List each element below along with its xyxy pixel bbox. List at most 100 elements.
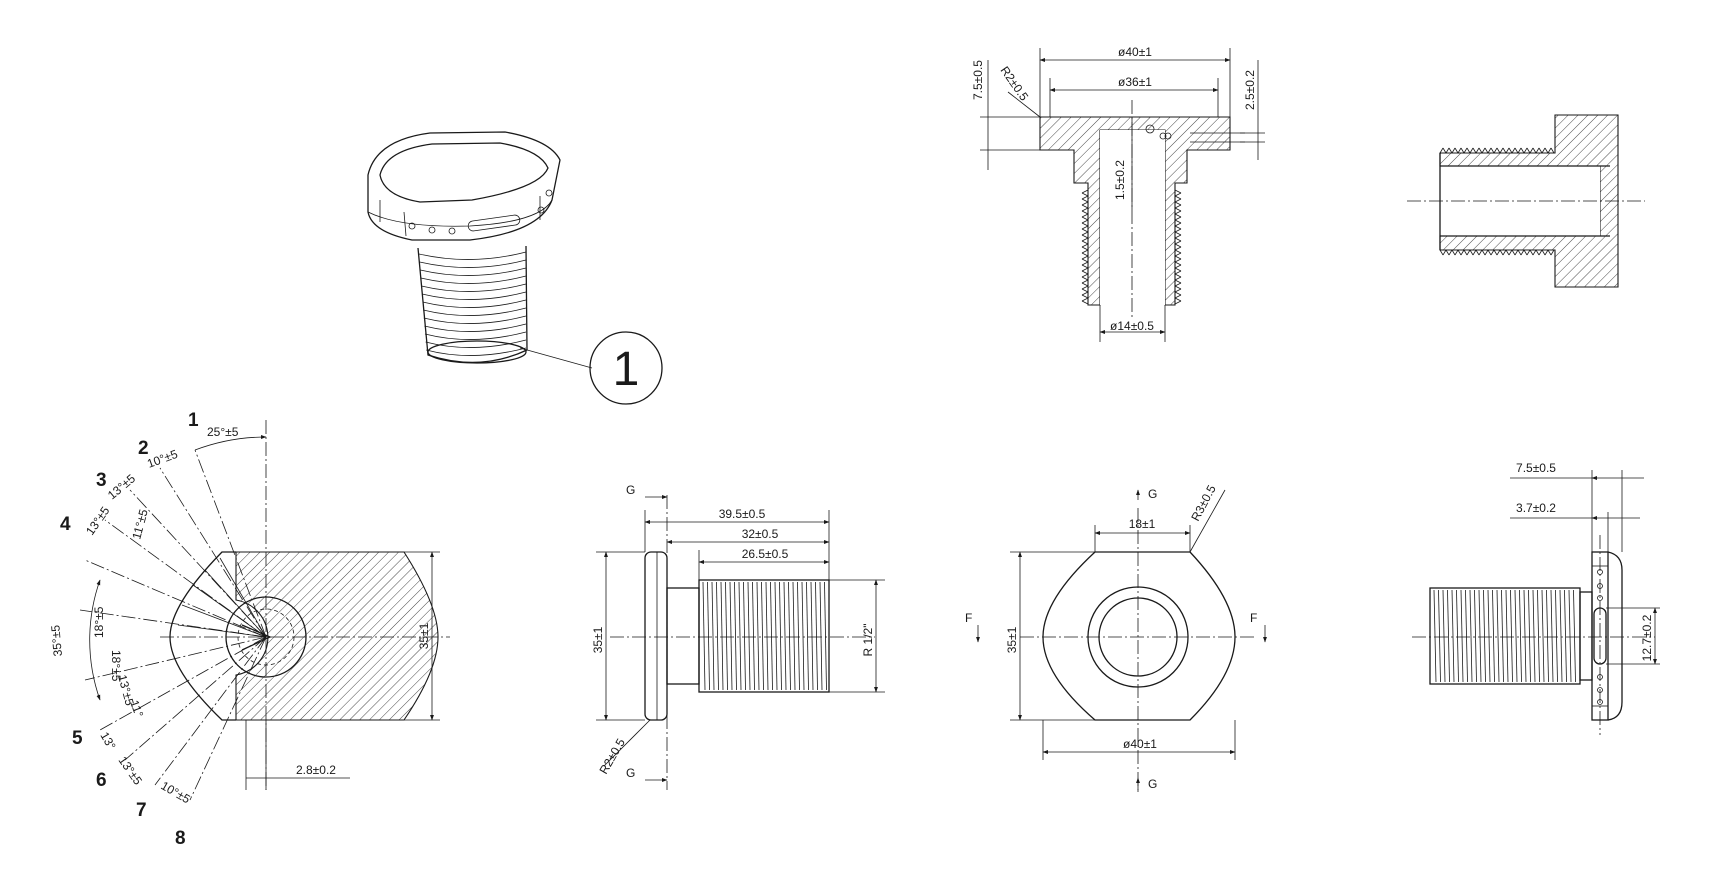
side-thread-length: 26.5±0.5 bbox=[742, 547, 789, 561]
thread-line bbox=[1475, 249, 1480, 256]
thread-line bbox=[1174, 201, 1182, 206]
right-slot-depth: 3.7±0.2 bbox=[1516, 501, 1556, 515]
thread-line bbox=[1174, 300, 1182, 305]
thread-line bbox=[1081, 273, 1089, 278]
thread-line bbox=[1174, 243, 1182, 248]
angular-offset: 2.8±0.2 bbox=[296, 763, 336, 777]
thread-line bbox=[1502, 147, 1507, 154]
angle-label: 35°±5 bbox=[48, 624, 65, 657]
side-height: 35±1 bbox=[591, 626, 605, 653]
thread-line bbox=[1081, 291, 1089, 296]
thread-line bbox=[1502, 249, 1507, 256]
thread-line bbox=[1538, 249, 1543, 256]
thread-line bbox=[1174, 291, 1182, 296]
thread-line bbox=[756, 581, 760, 691]
thread-line bbox=[1472, 249, 1477, 256]
thread-line bbox=[1081, 243, 1089, 248]
thread-line bbox=[1510, 589, 1513, 683]
callout-bubble: 1 bbox=[519, 331, 663, 405]
section-outer-diameter: ø40±1 bbox=[1118, 45, 1152, 59]
thread-line bbox=[1174, 225, 1182, 230]
thread-line bbox=[1174, 267, 1182, 272]
thread-line bbox=[815, 581, 818, 691]
thread-line bbox=[1523, 589, 1527, 683]
thread-line bbox=[720, 581, 724, 691]
thread-line bbox=[1174, 285, 1182, 290]
thread-line bbox=[1174, 228, 1182, 233]
position-label-8: 8 bbox=[175, 828, 186, 849]
thread-line bbox=[1541, 147, 1546, 154]
right-view: 7.5±0.5 3.7±0.2 12.7±0.2 bbox=[1412, 461, 1660, 735]
front-corner-radius: R3±0.5 bbox=[1188, 482, 1219, 523]
thread-line bbox=[1174, 222, 1182, 227]
thread-line bbox=[1555, 589, 1558, 683]
thread-line bbox=[1508, 147, 1513, 154]
isometric-view: 1 bbox=[367, 131, 663, 405]
position-label-1: 1 bbox=[188, 410, 199, 431]
thread-line bbox=[1511, 147, 1516, 154]
thread-line bbox=[1456, 589, 1459, 683]
thread-line bbox=[1174, 234, 1182, 239]
thread-line bbox=[1081, 294, 1089, 299]
thread-line bbox=[1081, 201, 1089, 206]
thread-line bbox=[423, 307, 527, 316]
callout-number: 1 bbox=[613, 343, 640, 396]
thread-line bbox=[810, 581, 814, 691]
thread-line bbox=[1174, 276, 1182, 281]
thread-line bbox=[1463, 249, 1468, 256]
thread-line bbox=[1544, 249, 1549, 256]
thread-line bbox=[1484, 249, 1489, 256]
thread-line bbox=[1174, 198, 1182, 203]
thread-line bbox=[1081, 285, 1089, 290]
thread-line bbox=[1448, 147, 1453, 154]
thread-line bbox=[1174, 273, 1182, 278]
thread-line bbox=[1519, 589, 1522, 683]
thread-line bbox=[420, 267, 527, 276]
thread-line bbox=[426, 347, 527, 356]
thread-line bbox=[1081, 213, 1089, 218]
thread-line bbox=[1550, 147, 1555, 154]
thread-line bbox=[1442, 589, 1446, 683]
thread-line bbox=[1081, 231, 1089, 236]
thread-line bbox=[1174, 294, 1182, 299]
section-flange-thickness: 7.5±0.5 bbox=[971, 60, 985, 100]
thread-line bbox=[1174, 249, 1182, 254]
iso-vent-holes bbox=[408, 189, 553, 235]
thread-line bbox=[1081, 240, 1089, 245]
thread-line bbox=[425, 339, 527, 348]
thread-line bbox=[792, 581, 796, 691]
thread-line bbox=[1081, 234, 1089, 239]
thread-line bbox=[1174, 216, 1182, 221]
thread-line bbox=[1081, 246, 1089, 251]
thread-line bbox=[1081, 276, 1089, 281]
thread-line bbox=[1463, 147, 1468, 154]
thread-line bbox=[801, 581, 805, 691]
angle-label: 25°±5 bbox=[207, 425, 239, 439]
thread-line bbox=[716, 581, 719, 691]
thread-line bbox=[1081, 222, 1089, 227]
right-slot-height: 12.7±0.2 bbox=[1640, 614, 1654, 661]
side-fillet-radius: R2±0.5 bbox=[596, 736, 628, 777]
thread-line bbox=[420, 275, 527, 284]
thread-line bbox=[1550, 589, 1554, 683]
thread-line bbox=[1508, 249, 1513, 256]
thread-line bbox=[1081, 228, 1089, 233]
thread-line bbox=[1481, 147, 1486, 154]
thread-line bbox=[1174, 192, 1182, 197]
thread-line bbox=[1081, 270, 1089, 275]
thread-line bbox=[1523, 147, 1528, 154]
thread-line bbox=[1546, 589, 1549, 683]
thread-line bbox=[1526, 147, 1531, 154]
thread-line bbox=[1460, 147, 1465, 154]
thread-line bbox=[1496, 249, 1501, 256]
thread-line bbox=[1487, 589, 1491, 683]
thread-line bbox=[1541, 249, 1546, 256]
section-view: ø40±1 ø36±1 ø14±0.5 7.5±0.5 R2±0.5 2.5±0… bbox=[971, 45, 1265, 342]
thread-line bbox=[1505, 249, 1510, 256]
thread-line bbox=[765, 581, 769, 691]
position-label-2: 2 bbox=[138, 438, 149, 459]
thread-line bbox=[1174, 246, 1182, 251]
thread-line bbox=[1174, 237, 1182, 242]
position-label-4: 4 bbox=[60, 514, 71, 535]
thread-line bbox=[783, 581, 787, 691]
